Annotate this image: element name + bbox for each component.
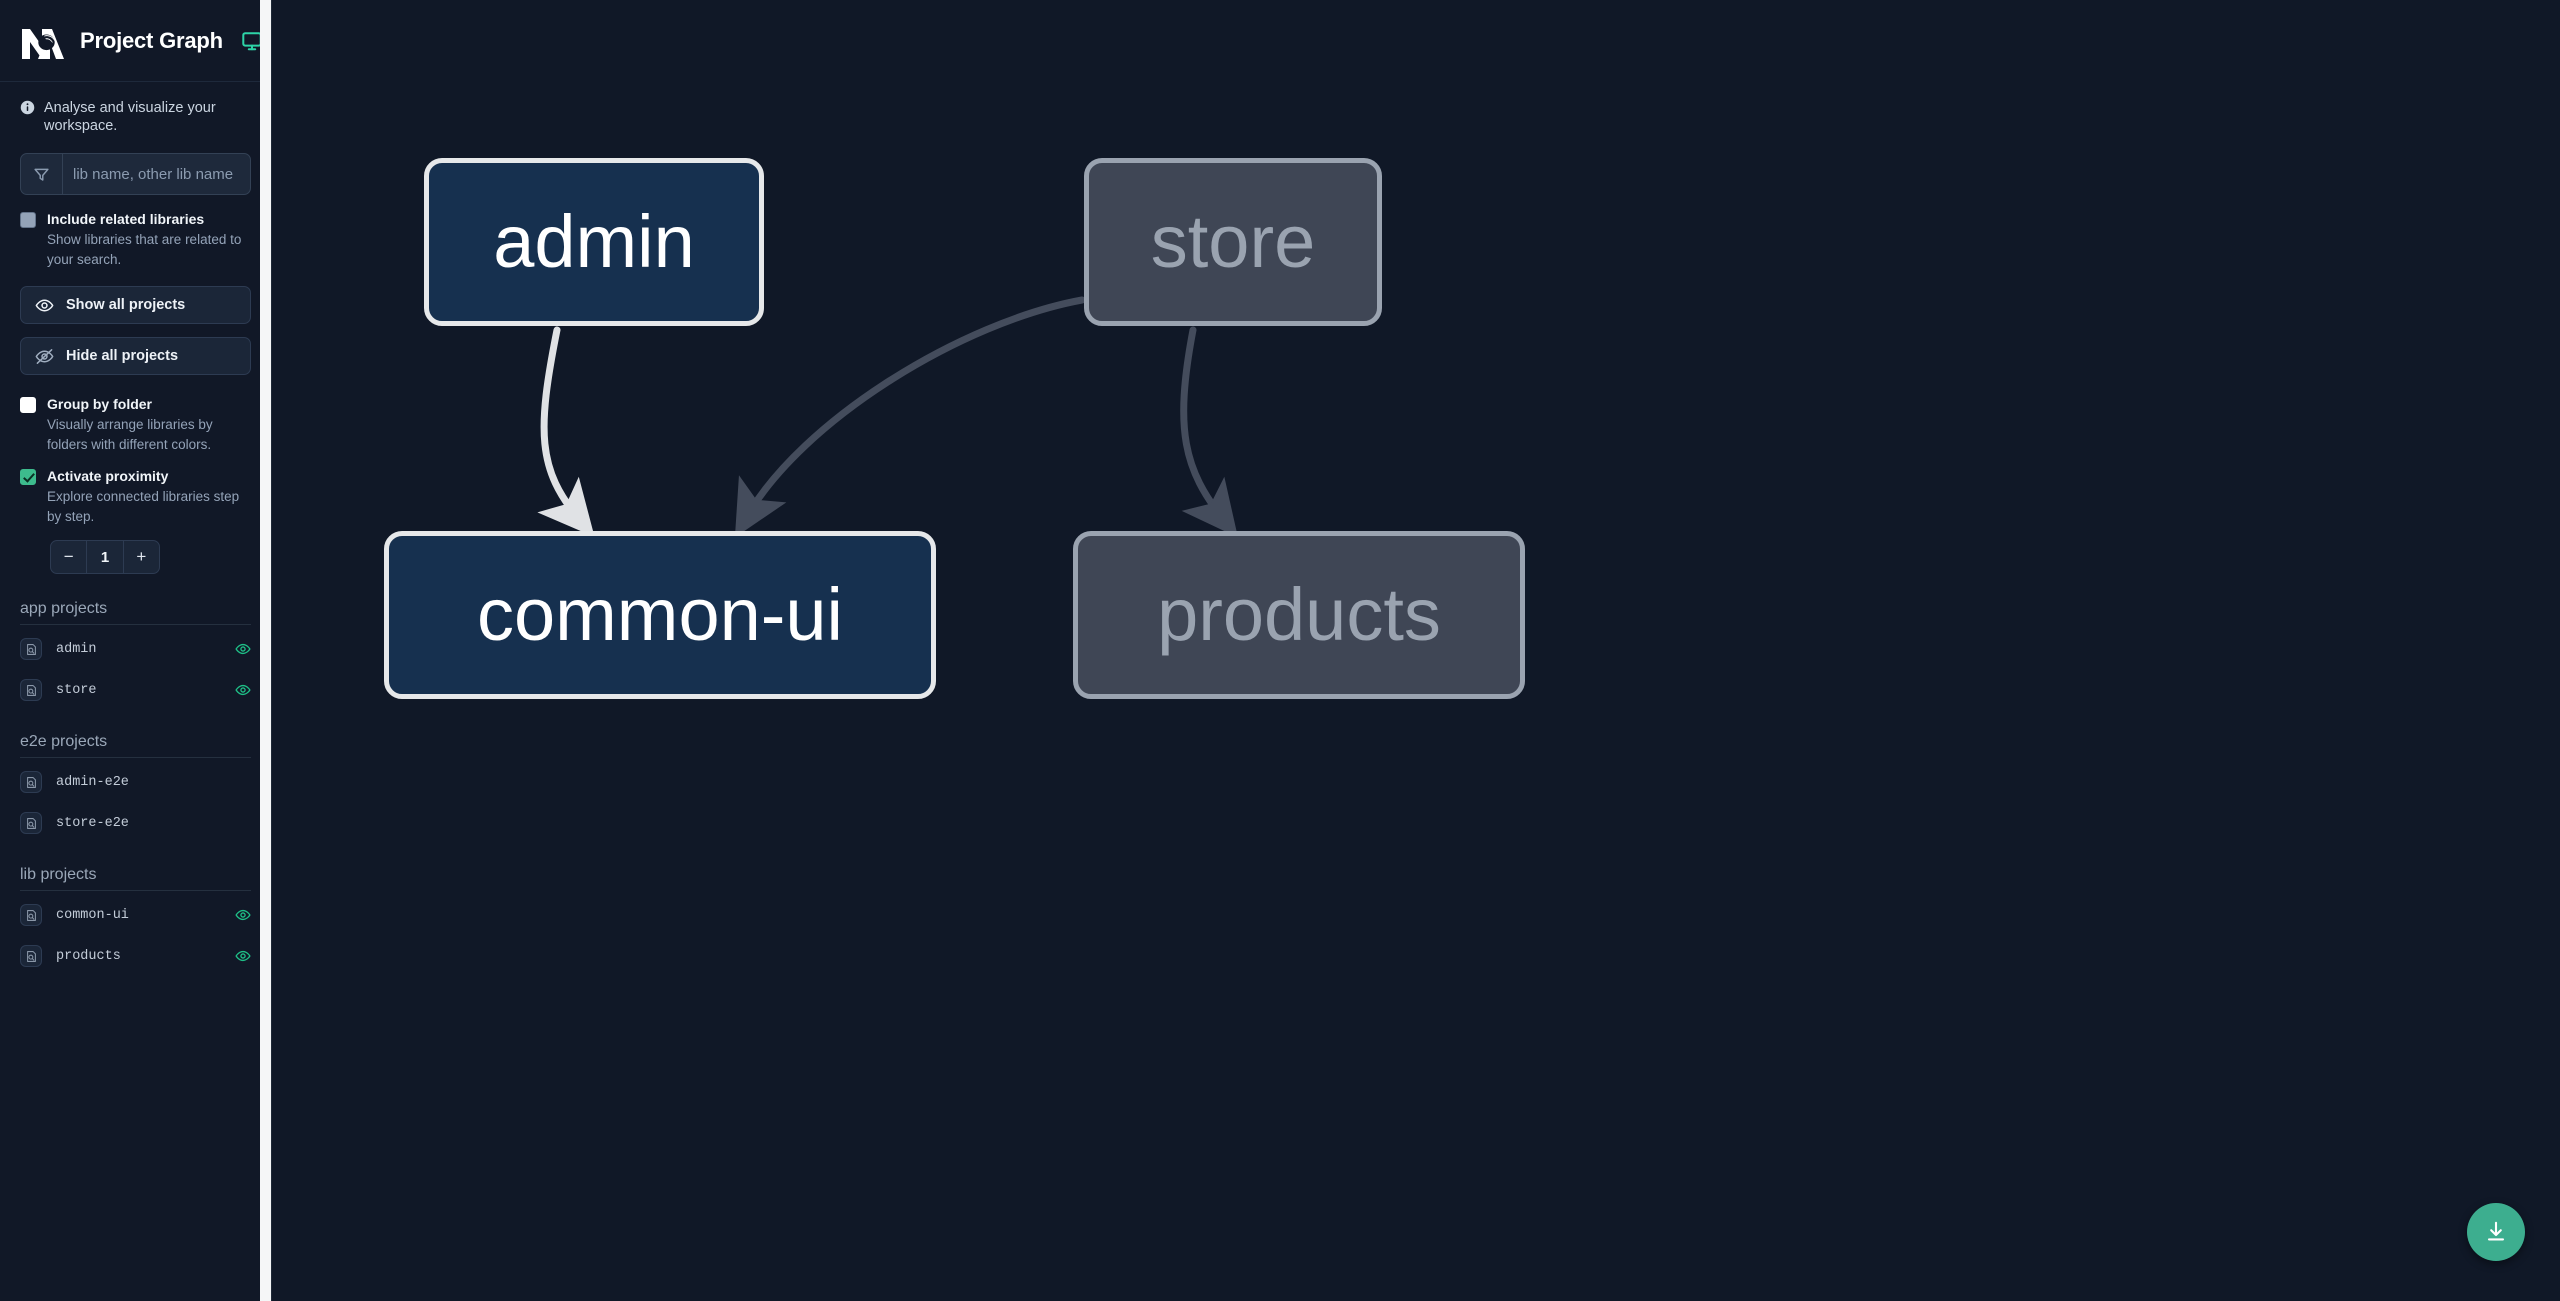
sidebar-scrollbar[interactable]	[260, 0, 271, 1301]
proximity-value: 1	[100, 548, 110, 566]
eye-icon	[35, 296, 54, 315]
option-description: Explore connected libraries step by step…	[47, 489, 240, 524]
info-icon	[20, 99, 35, 115]
project-name: store	[56, 682, 97, 698]
project-name: store-e2e	[56, 815, 129, 831]
eye-icon[interactable]	[235, 907, 251, 923]
project-icon[interactable]	[20, 638, 42, 661]
tagline: Analyse and visualize your workspace.	[0, 82, 271, 135]
show-all-projects-label: Show all projects	[66, 297, 186, 314]
hide-all-projects-button[interactable]: Hide all projects	[20, 337, 251, 376]
eye-icon[interactable]	[235, 948, 251, 964]
project-icon[interactable]	[20, 945, 42, 968]
graph-canvas[interactable]: admin store common-ui products	[272, 0, 2560, 1301]
option-group-by-folder[interactable]: Group by folder Visually arrange librari…	[20, 395, 251, 454]
edge-store-to-products	[1180, 326, 1238, 538]
group-title-e2e-projects: e2e projects	[20, 733, 251, 759]
tagline-text: Analyse and visualize your workspace.	[44, 100, 216, 135]
eye-icon[interactable]	[235, 641, 251, 657]
sidebar-body: Include related libraries Show libraries…	[0, 135, 271, 1301]
search-filter-row	[20, 153, 251, 196]
monitor-icon[interactable]	[237, 30, 263, 52]
sidebar-item-store[interactable]: store	[20, 673, 251, 707]
project-name: common-ui	[56, 907, 129, 923]
nx-logo-icon	[20, 21, 66, 61]
sidebar-item-store-e2e[interactable]: store-e2e	[20, 806, 251, 840]
project-icon[interactable]	[20, 904, 42, 927]
show-all-projects-button[interactable]: Show all projects	[20, 286, 251, 325]
download-icon	[2484, 1220, 2508, 1244]
graph-node-admin[interactable]: admin	[424, 158, 764, 326]
search-input[interactable]	[63, 154, 250, 195]
option-include-related-libraries[interactable]: Include related libraries Show libraries…	[20, 210, 251, 269]
proximity-increment-button[interactable]: +	[124, 541, 159, 573]
hide-all-projects-label: Hide all projects	[66, 348, 179, 365]
option-label: Include related libraries	[47, 211, 205, 228]
option-label: Activate proximity	[47, 468, 169, 485]
option-label: Group by folder	[47, 396, 152, 413]
proximity-decrement-button[interactable]: −	[51, 541, 86, 573]
project-name: admin	[56, 641, 97, 657]
graph-node-common-ui[interactable]: common-ui	[384, 531, 936, 699]
eye-off-icon	[35, 347, 54, 366]
graph-node-label: common-ui	[477, 573, 843, 656]
page-title: Project Graph	[80, 27, 223, 53]
sidebar-item-products[interactable]: products	[20, 939, 251, 973]
funnel-filter-icon[interactable]	[21, 154, 63, 195]
graph-edges-layer	[537, 296, 1238, 538]
activate-proximity-checkbox[interactable]	[20, 469, 36, 486]
option-description: Show libraries that are related to your …	[47, 232, 242, 267]
group-title-app-projects: app projects	[20, 600, 251, 626]
graph-node-products[interactable]: products	[1073, 531, 1525, 699]
edge-admin-to-common-ui	[537, 326, 595, 537]
graph-node-store[interactable]: store	[1084, 158, 1382, 326]
project-name: products	[56, 948, 121, 964]
sidebar: Project Graph Analyse and visualize your…	[0, 0, 272, 1301]
project-name: admin-e2e	[56, 774, 129, 790]
graph-node-label: admin	[493, 200, 695, 283]
project-icon[interactable]	[20, 679, 42, 702]
download-image-button[interactable]	[2467, 1203, 2525, 1261]
stepper-divider	[122, 541, 124, 574]
sidebar-item-admin[interactable]: admin	[20, 632, 251, 666]
edge-store-to-common-ui	[734, 296, 1086, 538]
graph-node-label: products	[1157, 573, 1441, 656]
sidebar-item-admin-e2e[interactable]: admin-e2e	[20, 765, 251, 799]
sidebar-item-common-ui[interactable]: common-ui	[20, 898, 251, 932]
sidebar-header: Project Graph	[0, 0, 271, 82]
project-icon[interactable]	[20, 812, 42, 835]
include-related-libraries-checkbox[interactable]	[20, 212, 36, 229]
option-description: Visually arrange libraries by folders wi…	[47, 417, 213, 452]
proximity-stepper: − 1 +	[50, 540, 160, 575]
project-icon[interactable]	[20, 771, 42, 794]
group-by-folder-checkbox[interactable]	[20, 397, 36, 414]
group-title-lib-projects: lib projects	[20, 866, 251, 892]
eye-icon[interactable]	[235, 682, 251, 698]
option-activate-proximity[interactable]: Activate proximity Explore connected lib…	[20, 467, 251, 526]
stepper-divider	[86, 541, 88, 574]
graph-node-label: store	[1150, 200, 1316, 283]
